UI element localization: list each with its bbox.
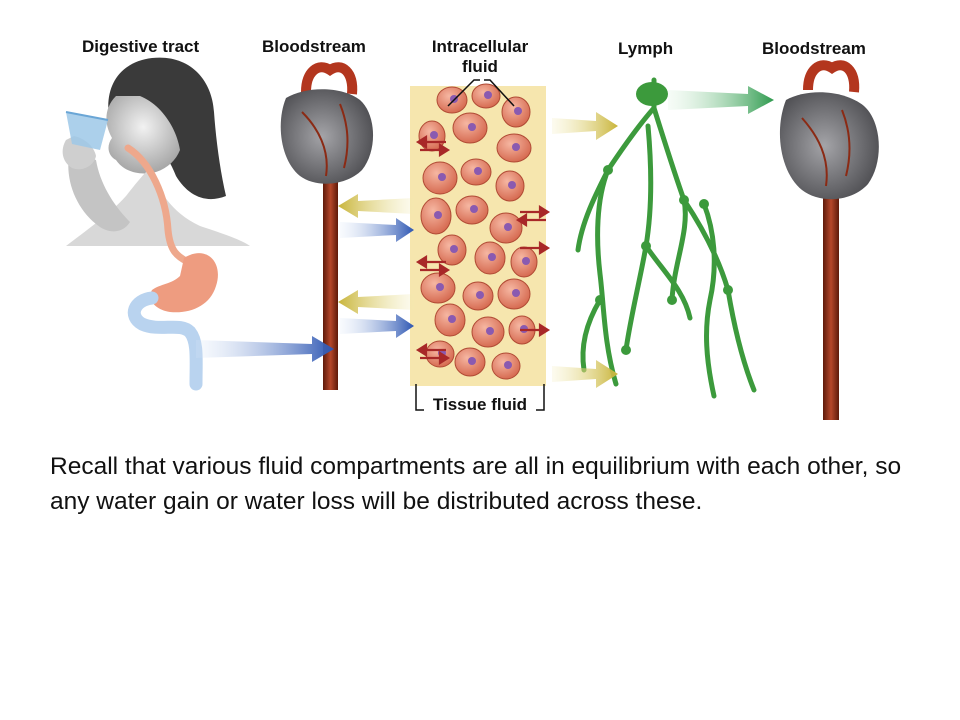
fluid-compartments-diagram: Digestive tract Bloodstream Intracellula… (62, 37, 879, 420)
cell-nucleus (514, 107, 522, 115)
left-heart-icon (280, 62, 374, 184)
arrow-lymph-to-blood (668, 86, 774, 114)
cell-nucleus (468, 123, 476, 131)
cell-nucleus (488, 253, 496, 261)
cell-nucleus (450, 245, 458, 253)
right-bloodstream (779, 60, 879, 420)
cell-nucleus (484, 91, 492, 99)
esophagus (124, 144, 192, 266)
cell-nucleus (448, 315, 456, 323)
cell-nucleus (512, 289, 520, 297)
label-digestive-tract: Digestive tract (82, 37, 199, 56)
cell-nucleus (474, 167, 482, 175)
right-heart-icon (779, 60, 879, 200)
label-tissue-fluid: Tissue fluid (433, 395, 527, 414)
arrow-tissue-to-lymph-1 (552, 112, 618, 140)
arrow-tissue-to-lymph-2 (552, 360, 618, 388)
label-bloodstream-left: Bloodstream (262, 37, 366, 56)
right-blood-vessel (823, 190, 839, 420)
face (106, 96, 180, 174)
cell-nucleus (504, 223, 512, 231)
cell-nucleus (468, 357, 476, 365)
cell-nucleus (470, 205, 478, 213)
arrow-tissue-to-blood-1 (338, 194, 414, 218)
glass (66, 112, 108, 150)
cell-nucleus (430, 131, 438, 139)
left-bloodstream (280, 62, 374, 390)
arrow-blood-to-tissue-1 (340, 218, 414, 242)
cell-nucleus (508, 181, 516, 189)
label-intracellular-fluid: fluid (462, 57, 498, 76)
cell-nucleus (504, 361, 512, 369)
cell-nucleus (436, 283, 444, 291)
caption-text: Recall that various fluid compartments a… (50, 453, 902, 515)
lymph-valves (595, 82, 733, 355)
cell-nucleus (486, 327, 494, 335)
arm (68, 150, 130, 232)
tissue-fluid-bracket (415, 384, 545, 411)
intracellular-pointer-lines (447, 79, 515, 107)
label-intracellular: Intracellular (432, 37, 529, 56)
arrow-tissue-to-blood-2 (338, 290, 414, 314)
stomach (150, 253, 218, 313)
label-bloodstream-right: Bloodstream (762, 39, 866, 58)
arrow-gut-to-blood (196, 336, 334, 362)
label-lymph: Lymph (618, 39, 673, 58)
person-drinking-illustration (62, 57, 250, 246)
cell-nucleus (522, 257, 530, 265)
flow-arrows (196, 86, 774, 388)
cell-nucleus (434, 211, 442, 219)
cell-nucleus (438, 173, 446, 181)
cell-nucleus (512, 143, 520, 151)
left-blood-vessel (323, 150, 338, 390)
arrow-blood-to-tissue-2 (340, 314, 414, 338)
cell-nucleus (476, 291, 484, 299)
